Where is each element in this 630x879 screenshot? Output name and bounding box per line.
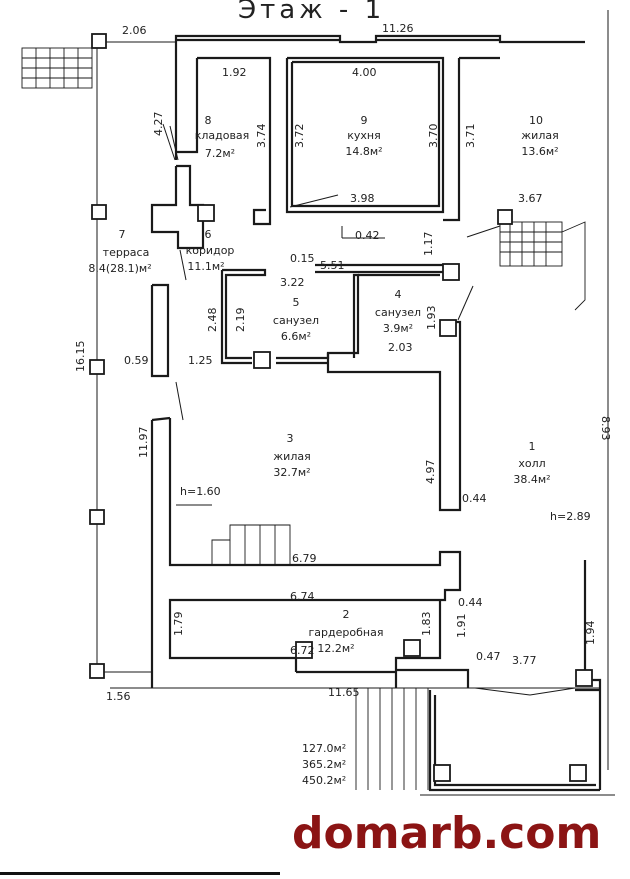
total-area-2: 365.2м² (302, 758, 346, 771)
dim-1-94: 1.94 (584, 621, 597, 646)
dim-1-92: 1.92 (222, 66, 247, 79)
room-label-line: 13.6м² (521, 145, 558, 158)
dim-11-26: 11.26 (382, 22, 414, 35)
dim-0-47: 0.47 (476, 650, 501, 663)
room-2-label: 2 гардеробная 12.2м² (309, 608, 384, 655)
dim-3-67: 3.67 (518, 192, 543, 205)
dim-2-48: 2.48 (206, 308, 219, 333)
room-label-line: 3.9м² (383, 322, 413, 335)
watermark-logo: domarb.com (292, 808, 602, 859)
room-label-line: 14.8м² (345, 145, 382, 158)
dim-16-15: 16.15 (74, 341, 87, 373)
room-label-line: 11.1м² (187, 260, 224, 273)
room-3-label: 3 жилая 32.7м² (273, 432, 310, 479)
room-label-line: терраса (103, 246, 150, 259)
room-1-label: 1 холл 38.4м² (513, 440, 550, 486)
dim-1-83: 1.83 (420, 612, 433, 637)
dim-0-44-a: 0.44 (462, 492, 487, 505)
dim-3-74: 3.74 (255, 124, 268, 149)
dim-2-06: 2.06 (122, 24, 147, 37)
total-area-1: 127.0м² (302, 742, 346, 755)
entry-stair-bottom (355, 688, 429, 790)
room-label-line: санузел (375, 306, 421, 319)
dim-6-79: 6.79 (292, 552, 317, 565)
dim-8-93: 8.93 (599, 416, 612, 441)
room-label-line: холл (518, 457, 545, 470)
room-label-line: 38.4м² (513, 473, 550, 486)
stairs-room3 (211, 524, 291, 565)
dim-4-00: 4.00 (352, 66, 377, 79)
dim-1-56: 1.56 (106, 690, 131, 703)
dimension-labels: 2.06 11.26 1.92 4.00 4.27 3.74 3.72 3.70… (74, 22, 612, 703)
dim-4-27: 4.27 (152, 112, 165, 137)
room-label-line: 2 (343, 608, 350, 621)
dim-3-72: 3.72 (293, 124, 306, 149)
room-label-line: кухня (347, 129, 380, 142)
room-label-line: 8 (205, 114, 212, 127)
room-label-line: 4 (395, 288, 402, 301)
entry-stair-left (21, 47, 93, 89)
room-label-line: 6 (205, 228, 212, 241)
interior-lines (162, 10, 615, 796)
bottom-divider (0, 872, 280, 875)
dim-3-77: 3.77 (512, 654, 537, 667)
dim-1-91: 1.91 (455, 614, 468, 639)
dim-0-42: 0.42 (355, 229, 380, 242)
room-8-label: 8 кладовая 7.2м² (195, 114, 250, 160)
dim-3-98: 3.98 (350, 192, 375, 205)
columns (89, 33, 593, 782)
room-10-label: 10 жилая 13.6м² (521, 114, 558, 158)
room-label-line: 8.4(28.1)м² (88, 262, 151, 275)
dim-3-22: 3.22 (280, 276, 305, 289)
room-6-label: 6 коридор 11.1м² (186, 228, 235, 273)
room-label-line: 5 (293, 296, 300, 309)
dim-h-2-89: h=2.89 (550, 510, 591, 523)
total-area-3: 450.2м² (302, 774, 346, 787)
dim-6-72: 6.72 (290, 644, 315, 657)
dim-11-65: 11.65 (328, 686, 360, 699)
room-label-line: гардеробная (309, 626, 384, 639)
room-7-label: 7 терраса 8.4(28.1)м² (88, 228, 151, 275)
room-label-line: жилая (521, 129, 558, 142)
dim-h-1-60: h=1.60 (180, 485, 221, 498)
dim-0-44-b: 0.44 (458, 596, 483, 609)
room-label-line: санузел (273, 314, 319, 327)
dim-3-70: 3.70 (427, 124, 440, 149)
room-label-line: 9 (361, 114, 368, 127)
dim-2-19: 2.19 (234, 308, 247, 333)
room-label-line: 1 (529, 440, 536, 453)
terrace-outline (96, 41, 600, 689)
room-label-line: 7.2м² (205, 147, 235, 160)
dim-11-97: 11.97 (137, 427, 150, 459)
room-label-line: кладовая (195, 129, 250, 142)
room-label-line: 3 (287, 432, 294, 445)
dim-0-59: 0.59 (124, 354, 149, 367)
dim-6-74: 6.74 (290, 590, 315, 603)
room-label-line: 12.2м² (317, 642, 354, 655)
dim-2-03: 2.03 (388, 341, 413, 354)
dim-5-51: 5.51 (320, 259, 345, 272)
room-label-line: коридор (186, 244, 235, 257)
room-label-line: 7 (119, 228, 126, 241)
room-labels: 8 кладовая 7.2м² 9 кухня 14.8м² 10 жилая… (88, 114, 558, 655)
room-label-line: 6.6м² (281, 330, 311, 343)
dim-1-79: 1.79 (172, 612, 185, 637)
dim-1-25: 1.25 (188, 354, 213, 367)
dim-1-17: 1.17 (422, 232, 435, 257)
dim-1-93: 1.93 (425, 306, 438, 331)
room-5-label: 5 санузел 6.6м² (273, 296, 319, 343)
room-9-label: 9 кухня 14.8м² (345, 114, 382, 158)
dim-0-15: 0.15 (290, 252, 315, 265)
room-4-label: 4 санузел 3.9м² (375, 288, 421, 335)
room-label-line: 10 (529, 114, 543, 127)
room-label-line: 32.7м² (273, 466, 310, 479)
dim-3-71: 3.71 (464, 124, 477, 149)
room-label-line: жилая (273, 450, 310, 463)
plan-title: Этаж - 1 (238, 0, 385, 25)
dim-4-97: 4.97 (424, 460, 437, 485)
stairs-right (499, 221, 586, 311)
area-totals: 127.0м² 365.2м² 450.2м² (302, 742, 346, 787)
